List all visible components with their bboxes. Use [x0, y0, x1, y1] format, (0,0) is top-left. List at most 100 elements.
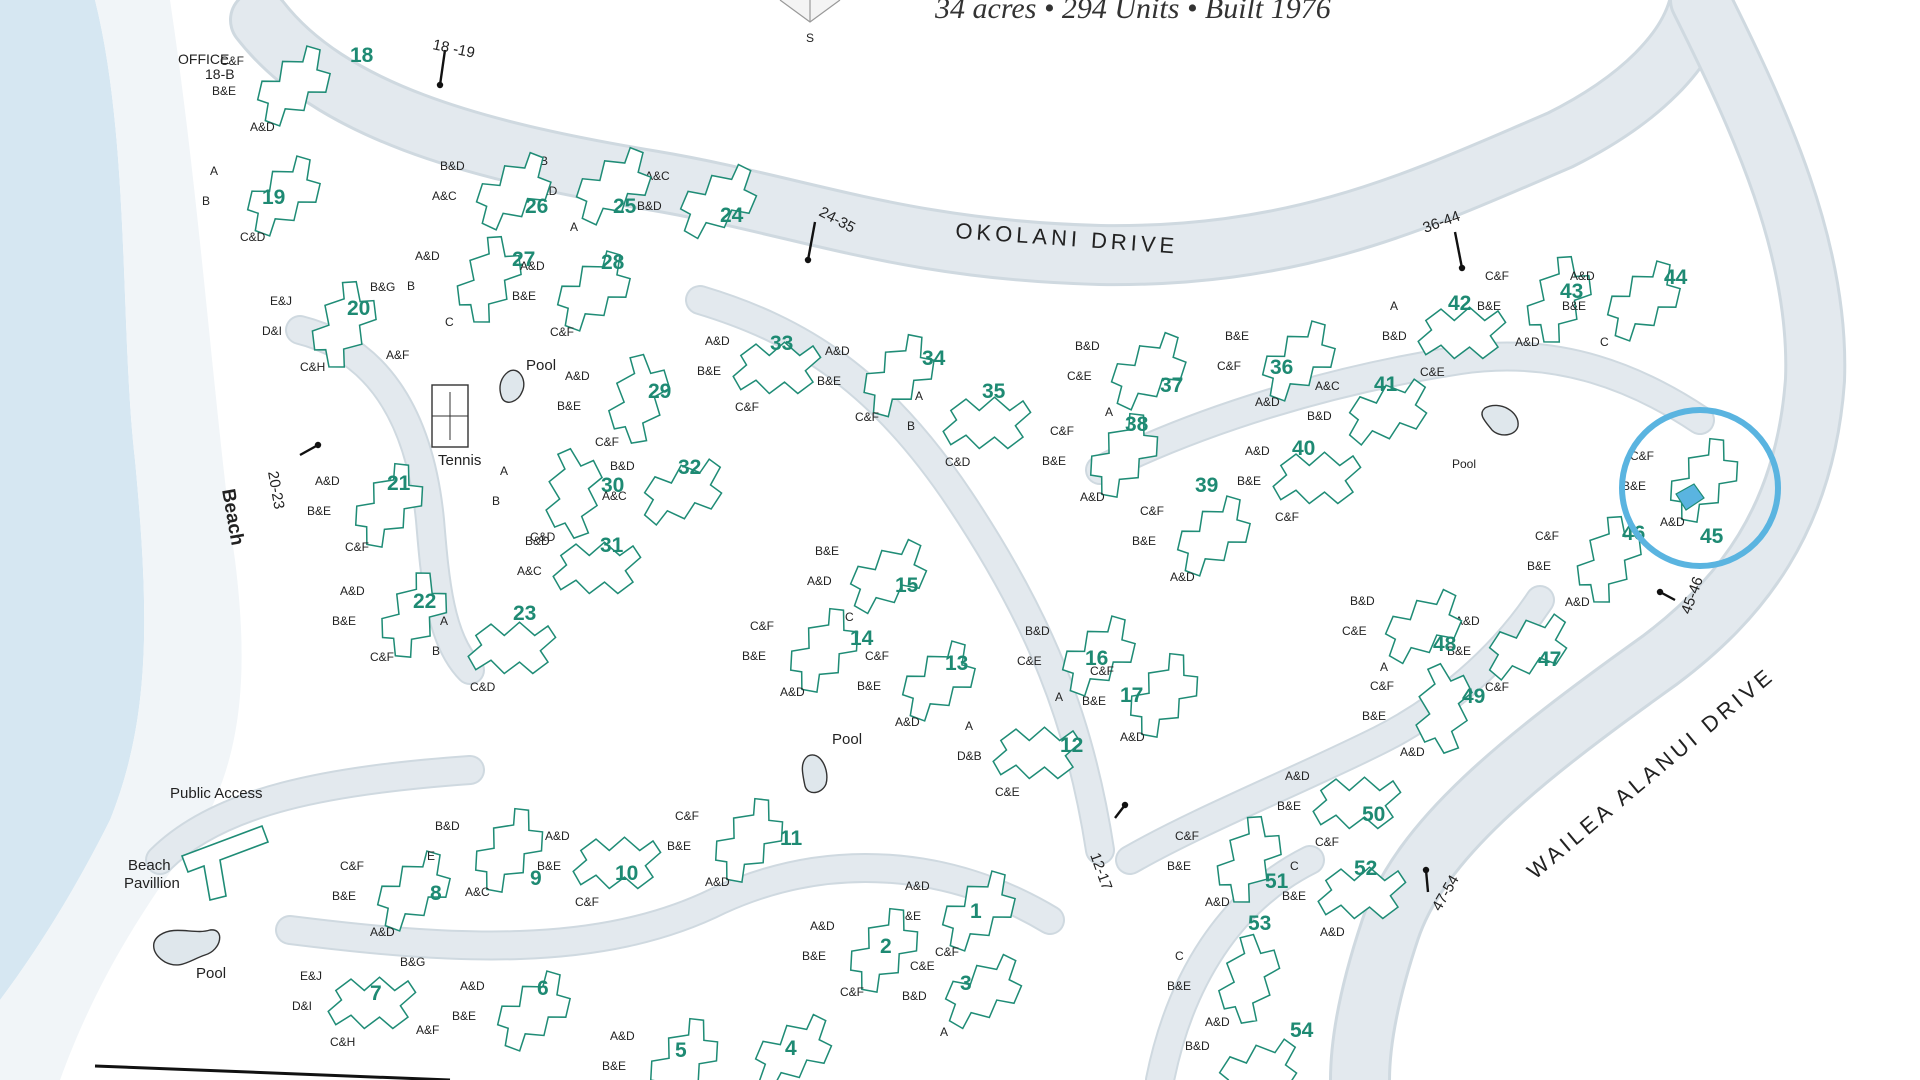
building-15[interactable]: 15B&EA&DC [807, 532, 939, 624]
building-3[interactable]: 3C&EB&DA [902, 947, 1034, 1039]
building-49[interactable]: 49C&FB&EA&D [1362, 661, 1485, 759]
building-7[interactable]: 7E&JD&IC&HB&GA&F [292, 955, 439, 1049]
building-outline[interactable] [1417, 306, 1507, 360]
building-outline[interactable] [363, 843, 463, 938]
building-outline[interactable] [836, 900, 931, 1000]
building-outline[interactable] [367, 565, 459, 666]
building-outline[interactable] [467, 621, 557, 675]
building-13[interactable]: 13C&FB&EA&D [857, 633, 988, 729]
building-outline[interactable] [1204, 809, 1292, 910]
building-outline[interactable] [992, 726, 1082, 780]
building-29[interactable]: 29A&DB&EC&F [557, 349, 677, 449]
building-44[interactable]: 44A&DB&EC [1562, 253, 1693, 349]
building-34[interactable]: 34A&DB&EC&F [817, 327, 947, 425]
building-outline[interactable] [299, 274, 387, 375]
building-outline[interactable] [932, 947, 1033, 1035]
building-17[interactable]: 17C&FB&EA&D [1082, 645, 1211, 745]
building-outline[interactable] [1410, 661, 1476, 756]
building-22[interactable]: 22A&DB&EC&F [332, 565, 460, 666]
building-outline[interactable] [599, 349, 677, 449]
building-9[interactable]: 9B&DEA&C [427, 800, 556, 900]
building-11[interactable]: 11C&FB&EA&D [667, 790, 803, 890]
building-outline[interactable] [1317, 866, 1407, 920]
building-43[interactable]: 43C&FB&EA&D [1477, 249, 1602, 350]
building-38[interactable]: 38C&FB&EA&D [1042, 405, 1171, 505]
building-37[interactable]: 37B&DC&EA [1067, 325, 1199, 419]
building-20[interactable]: 20E&JD&IC&HB&GA&F [262, 274, 409, 375]
building-outline[interactable] [243, 38, 343, 133]
building-26[interactable]: 26B&DA&C [432, 145, 564, 237]
building-32[interactable]: 32B&DA&C [602, 453, 733, 531]
building-outline[interactable] [463, 145, 564, 237]
building-14[interactable]: 14C&FB&EA&D [742, 600, 874, 700]
building-50[interactable]: 50A&DB&EC&F [1277, 769, 1402, 849]
building-33[interactable]: 33A&DB&EC&F [697, 332, 822, 414]
building-outline[interactable] [776, 600, 871, 700]
building-40[interactable]: 40A&DB&EC&F [1237, 437, 1362, 524]
building-outline[interactable] [1116, 645, 1211, 745]
building-outline[interactable] [928, 863, 1028, 958]
building-outline[interactable] [636, 1010, 731, 1080]
building-outline[interactable] [633, 453, 733, 531]
building-outline[interactable] [1272, 451, 1362, 505]
building-24[interactable]: 24A&CB&D [637, 157, 769, 245]
building-outline[interactable] [543, 243, 643, 338]
highlighted-unit[interactable] [1675, 483, 1705, 511]
building-outline[interactable] [444, 229, 532, 330]
building-54[interactable]: 54B&D [1185, 1019, 1314, 1080]
building-outline[interactable] [341, 455, 436, 555]
building-45[interactable]: 45C&FB&EA&D [1622, 430, 1751, 548]
building-31[interactable]: 31B&DA&C [517, 534, 642, 595]
building-outline[interactable] [1338, 373, 1438, 451]
building-41[interactable]: 41A&CB&D [1307, 373, 1438, 451]
building-outline[interactable] [483, 963, 583, 1058]
building-outline[interactable] [1048, 608, 1148, 703]
building-39[interactable]: 39C&FB&EA&D [1132, 474, 1263, 584]
building-outline[interactable] [942, 396, 1032, 450]
building-outline[interactable] [1248, 313, 1348, 408]
building-outline[interactable] [563, 140, 664, 232]
building-48[interactable]: 48B&DC&EA [1342, 582, 1474, 674]
building-outline[interactable] [888, 633, 988, 728]
building-outline[interactable] [1372, 582, 1473, 670]
building-outline[interactable] [742, 1007, 843, 1080]
building-outline[interactable] [732, 341, 822, 395]
building-outline[interactable] [1098, 325, 1199, 417]
building-outline[interactable] [1209, 929, 1287, 1029]
building-outline[interactable] [1312, 776, 1402, 830]
building-outline[interactable] [667, 157, 768, 245]
building-4[interactable]: 4 [742, 1007, 843, 1080]
building-outline[interactable] [1514, 249, 1602, 350]
building-51[interactable]: 51C&FB&EA&D [1167, 809, 1292, 910]
building-outline[interactable] [1478, 608, 1578, 686]
building-36[interactable]: 36B&EC&FA&D [1217, 313, 1348, 409]
building-28[interactable]: 28A&DB&EC&F [512, 243, 643, 339]
building-18[interactable]: 18C&FB&EA&D [212, 38, 374, 134]
building-outline[interactable] [701, 790, 796, 890]
building-outline[interactable] [849, 327, 947, 425]
building-outline[interactable] [233, 148, 333, 243]
building-outline[interactable] [1593, 253, 1693, 348]
building-outline[interactable] [1208, 1033, 1308, 1080]
building-6[interactable]: 6A&DB&E [452, 963, 583, 1058]
building-25[interactable]: 25BC&DA [532, 140, 664, 234]
building-outline[interactable] [327, 976, 417, 1030]
building-47[interactable]: 47A&DB&EC&F [1447, 608, 1578, 694]
building-outline[interactable] [572, 836, 662, 890]
building-1[interactable]: 1A&DB&EC&F [897, 863, 1028, 959]
building-21[interactable]: 21A&DB&EC&F [307, 455, 436, 555]
building-outline[interactable] [1076, 405, 1171, 505]
building-outline[interactable] [540, 446, 606, 541]
building-16[interactable]: 16B&DC&EA [1017, 608, 1148, 704]
building-outline[interactable] [1163, 488, 1263, 583]
building-5[interactable]: 5A&DB&E [602, 1010, 731, 1080]
building-2[interactable]: 2A&DB&EC&F [802, 900, 931, 1000]
building-outline[interactable] [837, 532, 938, 620]
